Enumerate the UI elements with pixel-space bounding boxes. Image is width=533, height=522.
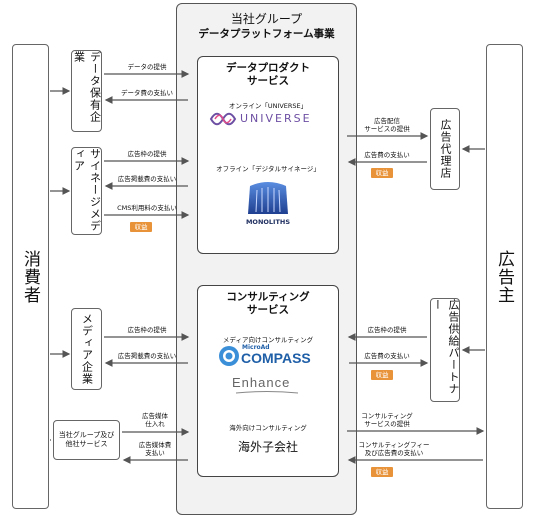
data-holder-label: データ保有企業	[72, 51, 102, 123]
label-delivery-service-1: 広告配信	[374, 117, 400, 125]
media-company-box: メディア企業	[71, 308, 102, 390]
consulting-title-2: サービス	[247, 304, 289, 316]
consumer-box: 消費者	[12, 44, 49, 509]
universe-logo-mark	[209, 112, 237, 126]
label-ad-posting-fee-1: 広告掲載費の支払い	[117, 175, 177, 183]
data-product-title-2: サービス	[247, 75, 289, 87]
compass-logo: MicroAd COMPASS	[218, 344, 318, 368]
label-ad-slot-1: 広告枠の提供	[127, 150, 167, 158]
revenue-badge-consulting: 収益	[371, 467, 393, 477]
revenue-badge-signage: 収益	[130, 222, 152, 232]
label-media-purchase-1: 広告媒体	[142, 412, 168, 420]
media-company-label: メディア企業	[80, 313, 94, 385]
universe-logo-text: UNIVERSE	[240, 112, 312, 125]
group-subtitle: データプラットフォーム事業	[198, 28, 335, 40]
ad-agency-label: 広告代理店	[439, 119, 452, 179]
group-title: 当社グループ	[230, 12, 303, 26]
online-caption: オンライン「UNIVERSE」	[228, 102, 308, 110]
consulting-service-box	[197, 285, 339, 477]
data-product-service-box	[197, 56, 339, 254]
label-consulting-fee-1: コンサルティングフィー	[358, 441, 430, 449]
offline-caption: オフライン「デジタルサイネージ」	[216, 165, 320, 173]
signage-media-label: サイネージメディア	[72, 148, 102, 232]
label-ad-slot-2: 広告枠の提供	[127, 326, 167, 334]
enhance-logo-text: Enhance	[232, 375, 291, 390]
compass-big-text: COMPASS	[241, 350, 311, 366]
label-consulting-fee-2: 及び広告費の支払い	[364, 449, 424, 457]
overseas-consulting-caption: 海外向けコンサルティング	[229, 424, 307, 432]
advertiser-label: 広告主	[494, 249, 514, 304]
revenue-badge-agency: 収益	[371, 168, 393, 178]
label-ad-slot-3: 広告枠の提供	[367, 326, 407, 334]
monoliths-logo: MONOLITHS	[238, 178, 298, 228]
label-cms-fee: CMS利用料の支払い	[117, 204, 177, 212]
compass-icon	[219, 346, 239, 366]
consumer-label: 消費者	[20, 249, 40, 304]
enhance-underline-icon	[235, 391, 299, 394]
overseas-subsidiary: 海外子会社	[237, 440, 298, 454]
data-product-title-1: データプロダクト	[226, 62, 310, 74]
group-others-box: 当社グループ及び他社サービス	[53, 420, 120, 460]
monoliths-building-icon	[248, 182, 288, 214]
monoliths-logo-text: MONOLITHS	[245, 218, 291, 226]
label-media-fee-1: 広告媒体費	[138, 441, 172, 449]
label-consulting-service-2: サービスの提供	[364, 420, 410, 428]
enhance-logo: Enhance	[232, 375, 302, 394]
label-ad-posting-fee-2: 広告掲載費の支払い	[117, 352, 177, 360]
label-delivery-service-2: サービスの提供	[364, 125, 410, 133]
label-consulting-service-1: コンサルティング	[361, 412, 413, 420]
signage-media-box: サイネージメディア	[71, 147, 102, 235]
label-media-purchase-2: 仕入れ	[145, 420, 165, 428]
ad-supply-partner-box: 広告供給パートナー	[430, 298, 460, 402]
ad-supply-partner-label: 広告供給パートナー	[431, 299, 460, 395]
label-ad-fee-2: 広告費の支払い	[364, 352, 410, 360]
label-ad-fee: 広告費の支払い	[364, 151, 410, 159]
ad-agency-box: 広告代理店	[430, 108, 460, 190]
compass-small-text: MicroAd	[242, 344, 270, 351]
label-data-provide: データの提供	[127, 63, 167, 71]
media-consulting-caption: メディア向けコンサルティング	[222, 336, 314, 344]
label-media-fee-2: 支払い	[145, 449, 165, 457]
revenue-badge-partner: 収益	[371, 370, 393, 380]
advertiser-box: 広告主	[486, 44, 523, 509]
label-data-fee: データ費の支払い	[121, 89, 173, 97]
universe-logo: UNIVERSE	[207, 110, 329, 128]
group-others-label: 当社グループ及び他社サービス	[58, 431, 115, 448]
consulting-title-1: コンサルティング	[226, 291, 310, 303]
data-holder-box: データ保有企業	[71, 50, 102, 132]
